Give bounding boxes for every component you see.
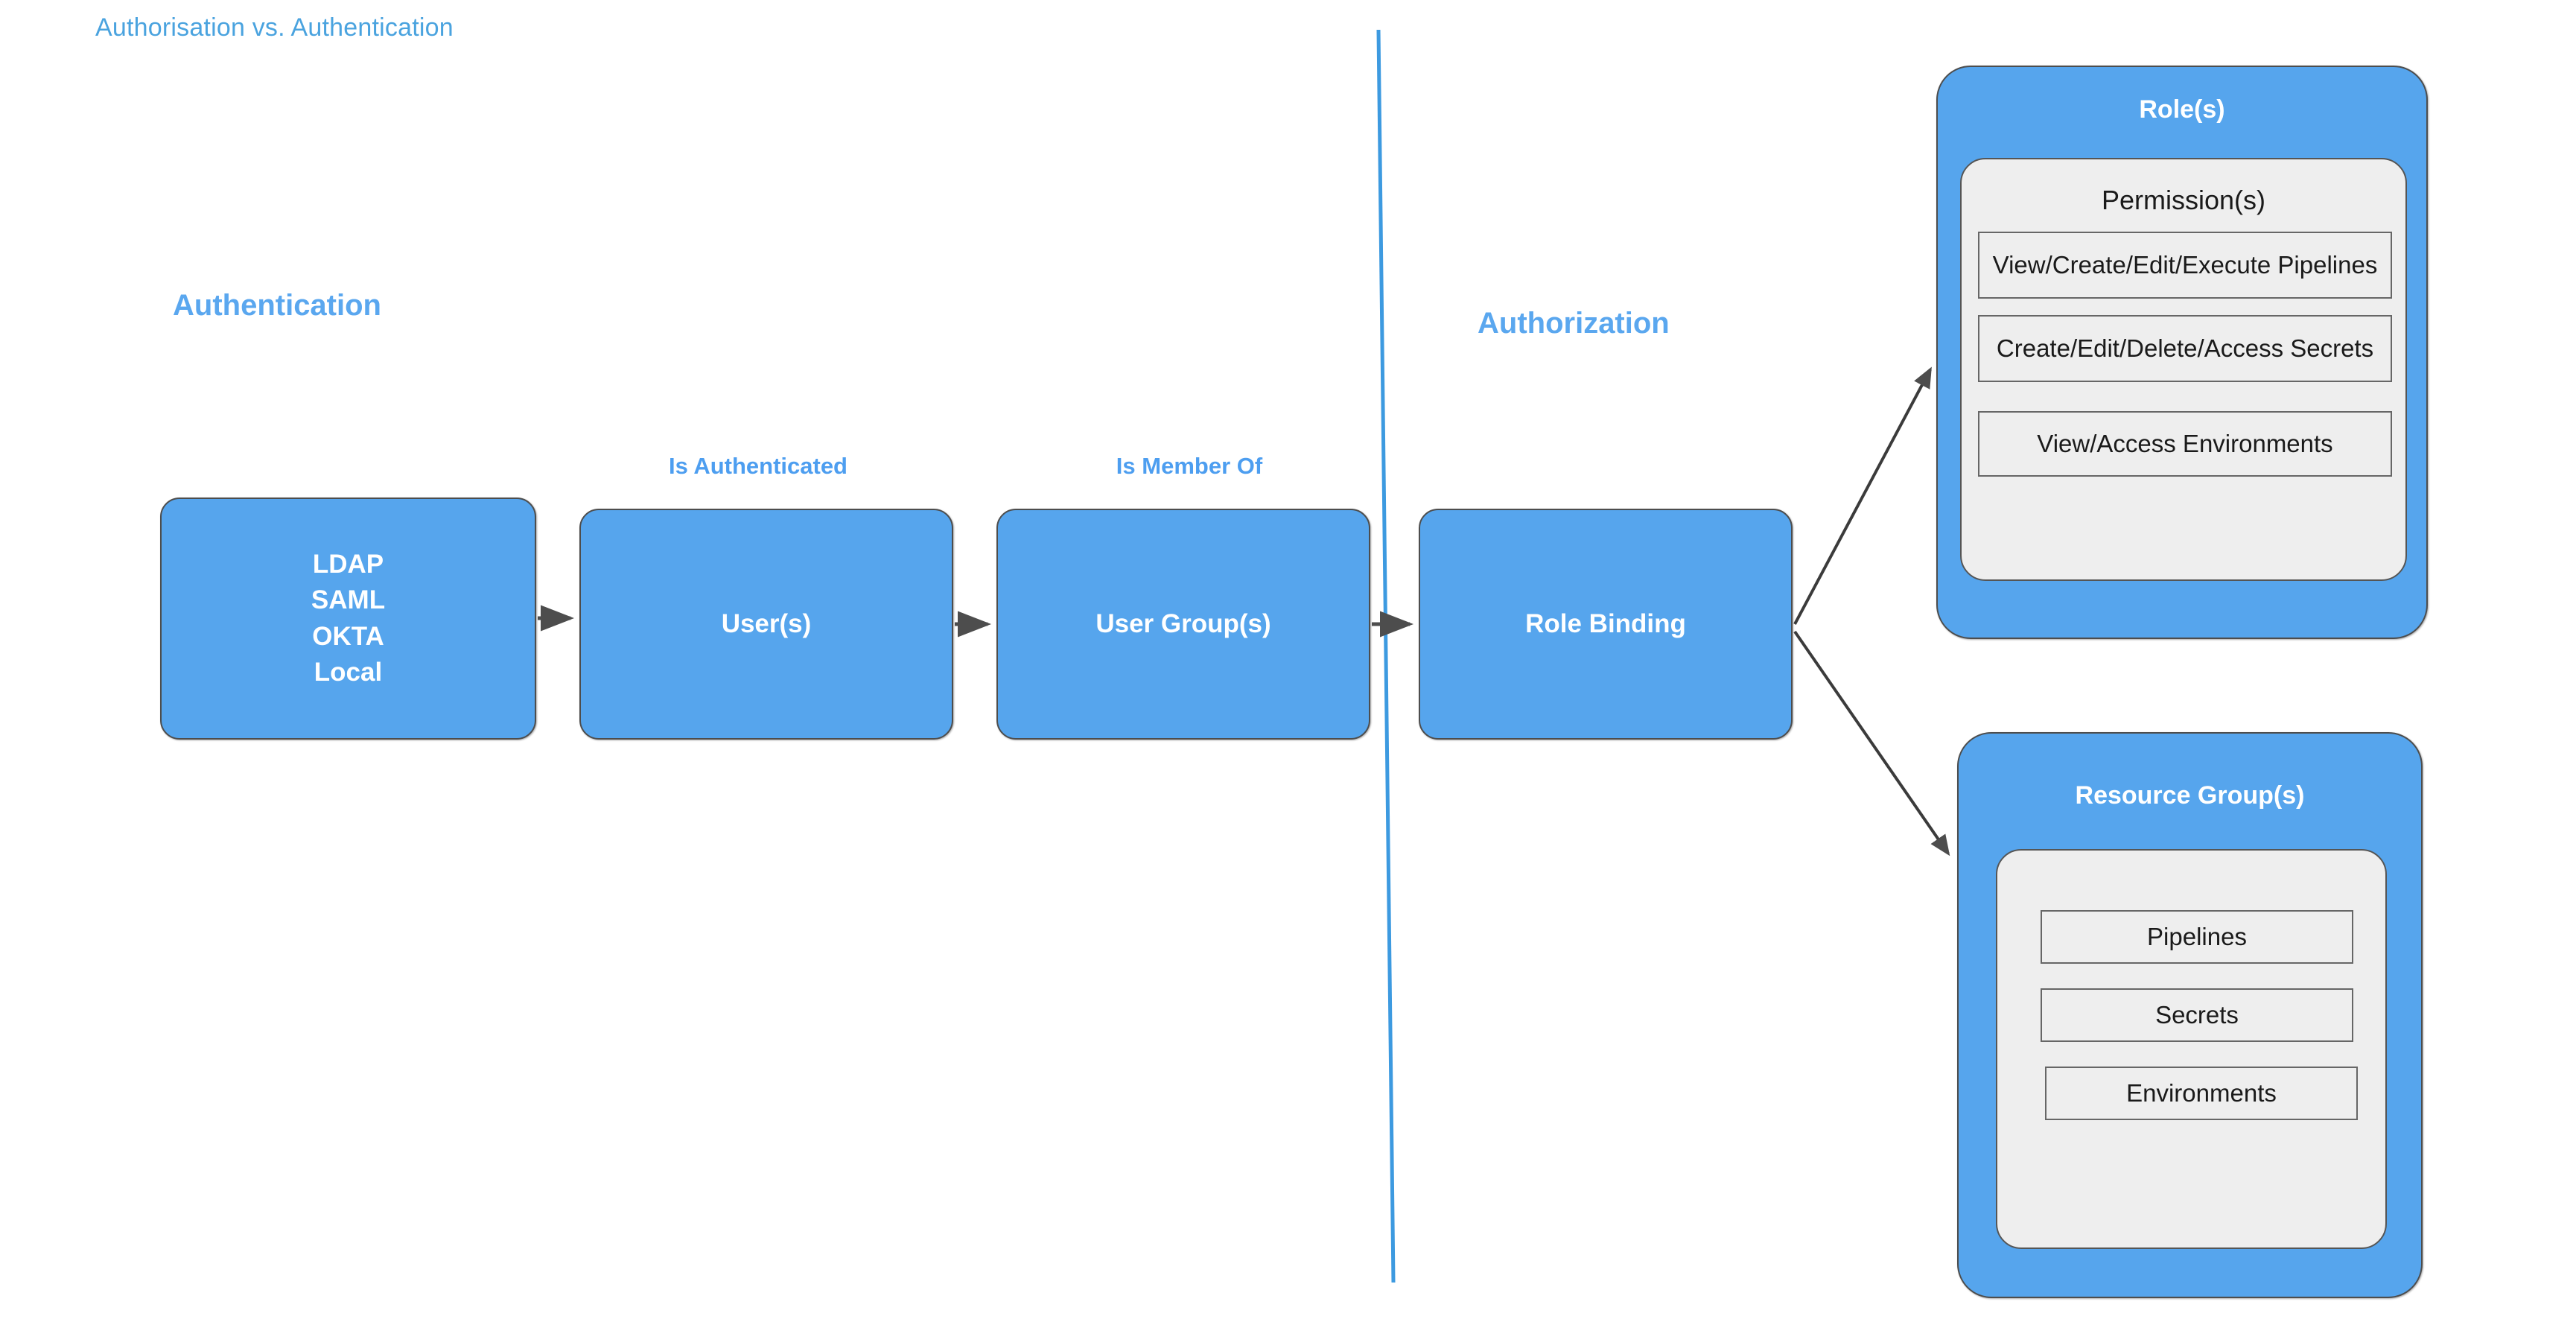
authentication-section-heading: Authentication xyxy=(173,289,381,322)
user-groups-box[interactable]: User Group(s) xyxy=(996,509,1370,740)
identity-provider-item: OKTA xyxy=(312,621,384,651)
edge-label-is-member-of: Is Member Of xyxy=(1116,453,1263,479)
users-box[interactable]: User(s) xyxy=(579,509,953,740)
resource-row[interactable]: Secrets xyxy=(2041,988,2353,1042)
resource-groups-panel[interactable]: Resource Group(s) Pipelines Secrets Envi… xyxy=(1957,732,2423,1298)
permissions-card: Permission(s) View/Create/Edit/Execute P… xyxy=(1960,158,2407,581)
edge-label-is-authenticated: Is Authenticated xyxy=(669,453,847,479)
resource-groups-panel-title: Resource Group(s) xyxy=(2075,781,2305,810)
users-box-label: User(s) xyxy=(721,608,812,638)
resources-card: Pipelines Secrets Environments xyxy=(1996,849,2387,1249)
roles-panel[interactable]: Role(s) Permission(s) View/Create/Edit/E… xyxy=(1936,66,2428,639)
identity-provider-item: Local xyxy=(314,657,383,687)
resource-row[interactable]: Environments xyxy=(2045,1067,2358,1120)
permissions-card-title: Permission(s) xyxy=(2101,185,2266,215)
permission-row[interactable]: Create/Edit/Delete/Access Secrets xyxy=(1978,315,2392,382)
identity-providers-list: LDAP SAML OKTA Local xyxy=(311,547,385,690)
section-divider-line xyxy=(1376,29,1396,1283)
identity-providers-box[interactable]: LDAP SAML OKTA Local xyxy=(160,498,536,740)
arrow-rolebinding-to-resource-groups xyxy=(1793,630,1950,856)
resource-row[interactable]: Pipelines xyxy=(2041,910,2353,964)
identity-provider-item: SAML xyxy=(311,585,386,615)
roles-panel-title: Role(s) xyxy=(2139,95,2225,124)
role-binding-box[interactable]: Role Binding xyxy=(1419,509,1793,740)
permission-row[interactable]: View/Access Environments xyxy=(1978,411,2392,477)
identity-provider-item: LDAP xyxy=(312,549,384,579)
page-title: Authorisation vs. Authentication xyxy=(95,13,454,42)
role-binding-box-label: Role Binding xyxy=(1525,608,1686,638)
authorization-section-heading: Authorization xyxy=(1478,307,1670,340)
arrow-rolebinding-to-roles xyxy=(1793,366,1932,625)
permission-row[interactable]: View/Create/Edit/Execute Pipelines xyxy=(1978,232,2392,299)
user-groups-box-label: User Group(s) xyxy=(1095,608,1271,638)
